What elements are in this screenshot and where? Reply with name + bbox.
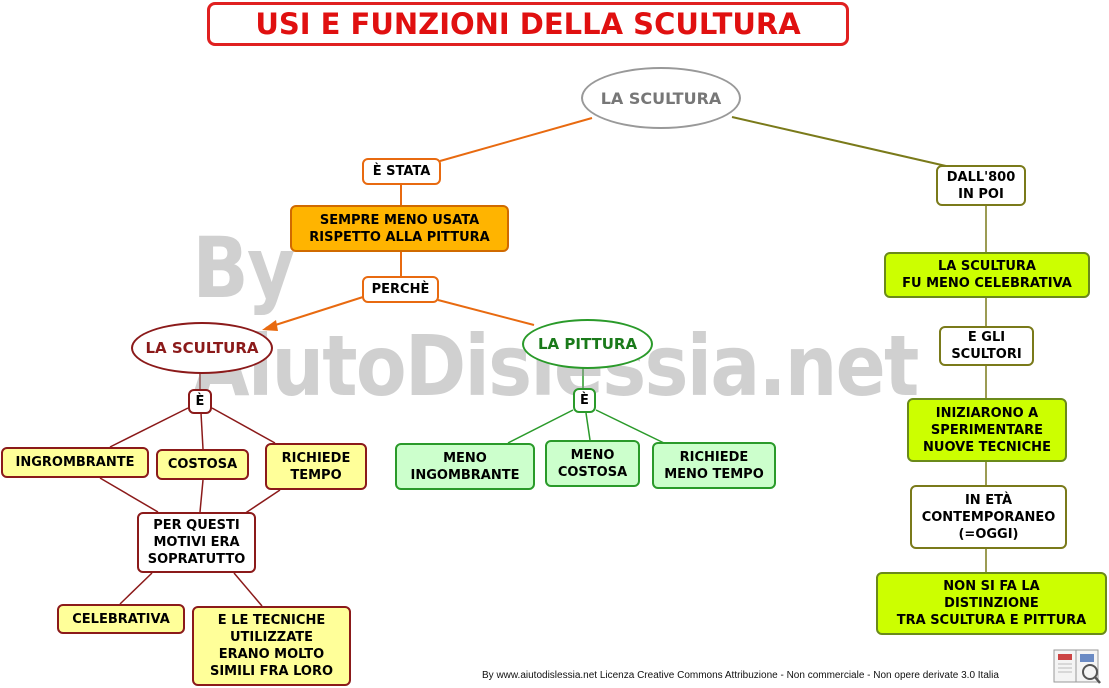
node-ingombrante: INGROMBRANTE (1, 447, 149, 478)
connector-richiede-perquesti (243, 489, 281, 515)
connector-e-costosa (200, 412, 204, 450)
node-non-si-fa-distinzione: NON SI FA LA DISTINZIONE TRA SCULTURA E … (876, 572, 1107, 635)
node-meno-ingombrante: MENO INGOMBRANTE (395, 443, 535, 490)
node-e-gli-scultori: E GLI SCULTORI (939, 326, 1034, 366)
node-root-scultura: LA SCULTURA (581, 67, 741, 129)
connector-e-menotempo (595, 409, 665, 444)
connector-perquesti-celebrativa (119, 572, 153, 605)
node-e-scultura: È (188, 389, 212, 414)
page-title: USI E FUNZIONI DELLA SCULTURA (207, 2, 849, 46)
node-costosa: COSTOSA (156, 449, 249, 480)
arrow-head-scultura (262, 320, 278, 331)
connector-e-menocostosa (585, 412, 591, 441)
node-in-eta-contemporaneo: IN ETÀ CONTEMPORANEO (=OGGI) (910, 485, 1067, 549)
node-e-pittura: È (573, 388, 596, 413)
node-perche: PERCHÈ (362, 276, 439, 303)
book-magnifier-icon (1053, 649, 1101, 684)
connector-e-richiede (211, 407, 276, 444)
node-per-questi-motivi: PER QUESTI MOTIVI ERA SOPRATUTTO (137, 512, 256, 573)
license-footer: By www.aiutodislessia.net Licenza Creati… (482, 670, 999, 681)
node-iniziarono: INIZIARONO A SPERIMENTARE NUOVE TECNICHE (907, 398, 1067, 462)
connector-perche-scultura (265, 296, 364, 329)
node-meno-tempo: RICHIEDE MENO TEMPO (652, 442, 776, 489)
connector-e-ingombrante (109, 407, 189, 448)
node-meno-celebrativa: LA SCULTURA FU MENO CELEBRATIVA (884, 252, 1090, 298)
node-meno-costosa: MENO COSTOSA (545, 440, 640, 487)
node-la-pittura: LA PITTURA (522, 319, 653, 369)
node-celebrativa: CELEBRATIVA (57, 604, 185, 634)
node-e-stata: È STATA (362, 158, 441, 185)
node-dall800: DALL'800 IN POI (936, 165, 1026, 206)
connector-ingombrante-perquesti (99, 477, 159, 513)
node-la-scultura: LA SCULTURA (131, 322, 273, 374)
node-richiede-tempo: RICHIEDE TEMPO (265, 443, 367, 490)
connector-e-menoingombrante (507, 409, 574, 444)
connector-root-estata (439, 117, 593, 162)
connector-perche-pittura (437, 299, 535, 326)
node-tecniche-simili: E LE TECNICHE UTILIZZATE ERANO MOLTO SIM… (192, 606, 351, 686)
connector-perquesti-tecniche (233, 572, 263, 607)
connector-costosa-perquesti (199, 479, 204, 513)
connector-root-dall800 (731, 116, 947, 167)
node-sempre-meno-usata: SEMPRE MENO USATA RISPETTO ALLA PITTURA (290, 205, 509, 252)
